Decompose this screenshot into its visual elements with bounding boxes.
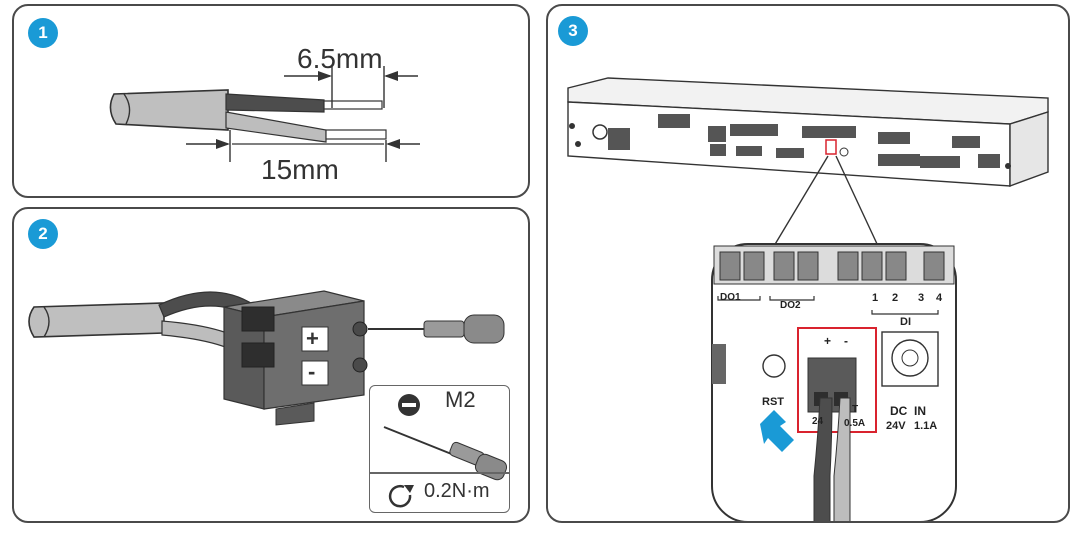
output-24v-label: 24	[812, 416, 824, 427]
device-connection-illustration	[567, 77, 1049, 521]
di-label: DI	[900, 316, 911, 328]
screwdriver-size-label: M2	[445, 387, 476, 412]
plus-label: +	[824, 334, 832, 348]
output-t-label: T	[852, 404, 859, 415]
tool-spec-divider	[370, 472, 509, 474]
step-2-badge: 2	[28, 219, 58, 249]
di-4-label: 4	[936, 292, 943, 304]
do1-label: DO1	[720, 292, 741, 303]
rst-label: RST	[762, 396, 784, 408]
step-3-panel: 3	[546, 4, 1070, 523]
step-1-panel: 1 6.5mm 15mm	[12, 4, 530, 198]
dimension-sheath-length: 15mm	[261, 154, 339, 185]
step-1-badge: 1	[28, 18, 58, 48]
input-current-label: 1.1A	[914, 420, 938, 432]
di-1-label: 1	[872, 292, 879, 304]
step-2-panel: 2 + - M2 0.2N·m	[12, 207, 530, 523]
minus-label: -	[844, 334, 848, 348]
di-3-label: 3	[918, 292, 925, 304]
output-current-label: 0.5A	[844, 418, 866, 429]
input-voltage-label: 24V	[886, 420, 906, 432]
dc-label: DC	[890, 404, 908, 418]
in-label: IN	[914, 404, 926, 418]
torque-label: 0.2N·m	[424, 480, 490, 502]
di-2-label: 2	[892, 292, 899, 304]
cable-strip-illustration	[109, 66, 420, 162]
dimension-strip-length: 6.5mm	[297, 43, 383, 74]
step-3-badge: 3	[558, 16, 588, 46]
terminal-minus-label: -	[308, 359, 316, 384]
terminal-wiring-illustration	[28, 290, 508, 508]
terminal-plus-label: +	[306, 326, 319, 351]
tool-spec-box	[369, 385, 510, 513]
do2-label: DO2	[780, 300, 801, 311]
